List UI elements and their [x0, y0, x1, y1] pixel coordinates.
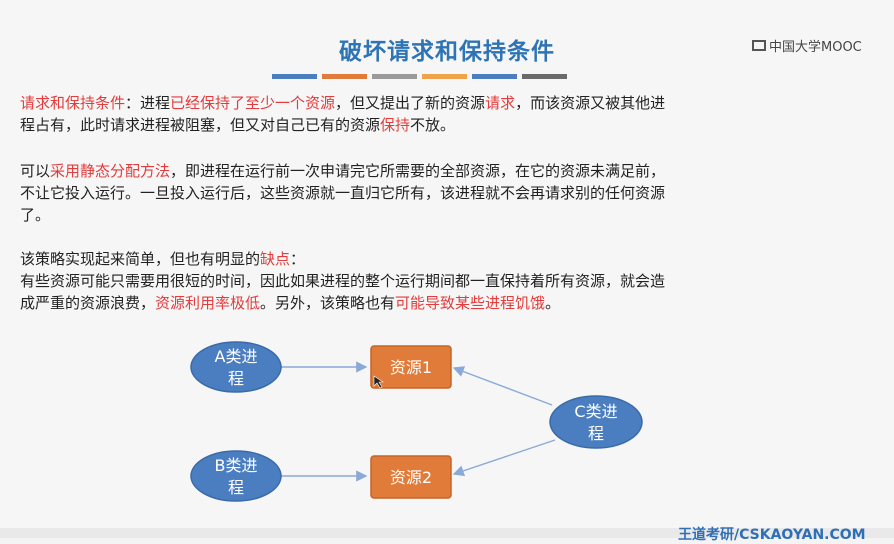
resource-2-label: 资源2	[390, 468, 432, 487]
process-b-label-1: B类进	[215, 456, 258, 475]
p1-text: ，但又提出了新的资源	[335, 94, 486, 112]
mooc-logo: 中国大学MOOC	[752, 36, 862, 55]
p3-text: 成严重的资源浪费，	[20, 294, 156, 312]
p3-highlight-starvation: 可能导致某些进程饥饿	[395, 294, 546, 312]
process-c-label-2: 程	[588, 424, 604, 443]
p3-text: 该策略实现起来简单，但也有明显的	[20, 250, 261, 268]
resource-1-node: 资源1	[370, 345, 452, 389]
paragraph-2: 可以采用静态分配方法，即进程在运行前一次申请完它所需要的全部资源，在它的资源未满…	[20, 160, 820, 226]
resource-1-label: 资源1	[390, 358, 432, 377]
process-a-label-2: 程	[228, 369, 244, 388]
paragraph-1: 请求和保持条件：进程已经保持了至少一个资源，但又提出了新的资源请求，而该资源又被…	[20, 92, 820, 136]
bottom-strip	[0, 528, 894, 538]
title-decoration-bar	[522, 74, 567, 79]
p2-text: ，即进程在运行前一次申请完它所需要的全部资源，在它的资源未满足前，	[170, 162, 666, 180]
p1-term: 请求和保持条件	[20, 94, 126, 112]
p1-text: 程占有，此时请求进程被阻塞，但又对自己已有的资源	[20, 116, 381, 134]
paragraph-3: 该策略实现起来简单，但也有明显的缺点： 有些资源可能只需要用很短的时间，因此如果…	[20, 248, 820, 314]
p2-text: 不让它投入运行。一旦投入运行后，这些资源就一直归它所有，该进程就不会再请求别的任…	[20, 184, 666, 202]
arrow-c-to-res1	[452, 366, 553, 406]
p3-highlight-utilization: 资源利用率极低	[155, 294, 261, 312]
footer-watermark: 王道考研/CSKAOYAN.COM	[678, 527, 866, 543]
process-a-node: A类进 程	[190, 341, 282, 393]
arrow-c-to-res2	[452, 439, 556, 477]
p2-highlight-static: 采用静态分配方法	[50, 162, 171, 180]
mouse-cursor-icon	[373, 375, 384, 389]
resource-2-node: 资源2	[370, 455, 452, 499]
p1-text: 不放。	[410, 116, 456, 134]
process-a-label-1: A类进	[215, 347, 258, 366]
process-c-node: C类进 程	[549, 395, 643, 449]
p2-text: 了。	[20, 206, 51, 224]
p1-text: ：进程	[125, 94, 171, 112]
p2-text: 可以	[20, 162, 51, 180]
process-b-label-2: 程	[228, 478, 244, 497]
title-decoration-bar	[322, 74, 367, 79]
p3-highlight-drawback: 缺点	[260, 250, 291, 268]
process-b-node: B类进 程	[190, 450, 282, 502]
title-decoration-bar	[372, 74, 417, 79]
mooc-logo-icon	[752, 40, 766, 51]
p3-text: 。	[545, 294, 561, 312]
title-decoration-bar	[272, 74, 317, 79]
title-decoration-bar	[422, 74, 467, 79]
process-c-label-1: C类进	[574, 402, 617, 421]
p1-highlight-request: 请求	[485, 94, 516, 112]
title-decoration-bar	[472, 74, 517, 79]
p3-text: ：	[290, 250, 306, 268]
p1-highlight-hold: 保持	[380, 116, 411, 134]
p1-text: ，而该资源又被其他进	[515, 94, 666, 112]
mooc-logo-text: 中国大学MOOC	[769, 40, 862, 55]
p3-text: 。另外，该策略也有	[260, 294, 396, 312]
p3-text: 有些资源可能只需要用很短的时间，因此如果进程的整个运行期间都一直保持着所有资源，…	[20, 272, 666, 290]
slide-title: 破坏请求和保持条件	[339, 39, 555, 65]
p1-highlight-held: 已经保持了至少一个资源	[170, 94, 336, 112]
